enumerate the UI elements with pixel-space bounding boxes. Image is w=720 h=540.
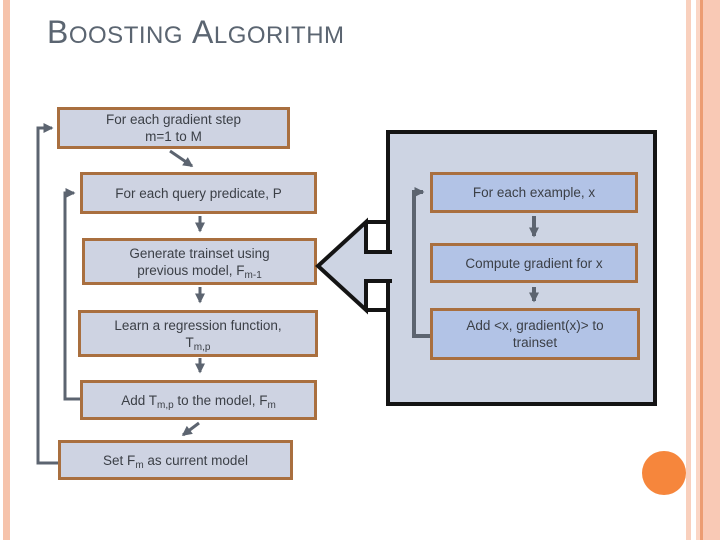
flow-box-gradient-step: For each gradient step m=1 to M (57, 107, 290, 149)
flow-box-text: Set Fm as current model (103, 452, 248, 471)
flow-box-text: For each example, x (472, 185, 596, 200)
flow-box-text: m=1 to M (145, 129, 202, 144)
flow-box-text: Tm,p (185, 334, 211, 353)
flow-box-text: Add <x, gradient(x)> to (466, 318, 604, 333)
flow-box-compute-gradient: Compute gradient for x (430, 243, 638, 283)
right-edge-stripe-4 (703, 0, 720, 540)
block-arrow-left-icon (315, 217, 392, 315)
flow-box-learn-regression: Learn a regression function, Tm,p (78, 310, 318, 357)
flow-box-query-predicate: For each query predicate, P (80, 172, 317, 214)
title-initial-2: A (192, 14, 214, 50)
right-edge-stripe-3 (700, 0, 703, 540)
flow-box-text: Compute gradient for x (465, 255, 603, 271)
flow-box-generate-trainset: Generate trainset using previous model, … (82, 238, 317, 285)
flow-box-text: For each query predicate, P (115, 185, 282, 201)
right-edge-stripe-2 (696, 0, 700, 540)
flow-box-add-to-model: Add Tm,p to the model, Fm (80, 380, 317, 420)
accent-circle (642, 451, 686, 495)
flow-box-text: For each gradient step (105, 112, 242, 127)
flow-box-text: Add Tm,p to the model, Fm (121, 392, 276, 411)
arrow-box5-to-box6 (181, 421, 200, 437)
page-title: BOOSTING ALGORITHM (47, 14, 345, 51)
left-edge-stripe (3, 0, 10, 540)
flow-box-add-to-trainset: Add <x, gradient(x)> to trainset (430, 308, 640, 360)
flow-box-text: Generate trainset using (129, 245, 270, 261)
flow-box-text: trainset (512, 335, 558, 350)
flow-box-for-each-example: For each example, x (430, 172, 638, 213)
loop-box6-to-box1 (36, 123, 58, 465)
title-rest-2: LGORITHM (213, 22, 345, 49)
title-rest-1: OOSTING (68, 22, 184, 49)
loop-box5-to-box2 (63, 188, 80, 401)
flow-box-set-current-model: Set Fm as current model (58, 440, 293, 480)
title-initial-1: B (47, 14, 69, 50)
arrow-box1-to-box2 (169, 149, 194, 168)
flow-box-text: Learn a regression function, (114, 317, 282, 333)
right-edge-stripe-1 (686, 0, 691, 540)
flow-box-text: previous model, Fm-1 (137, 262, 262, 281)
